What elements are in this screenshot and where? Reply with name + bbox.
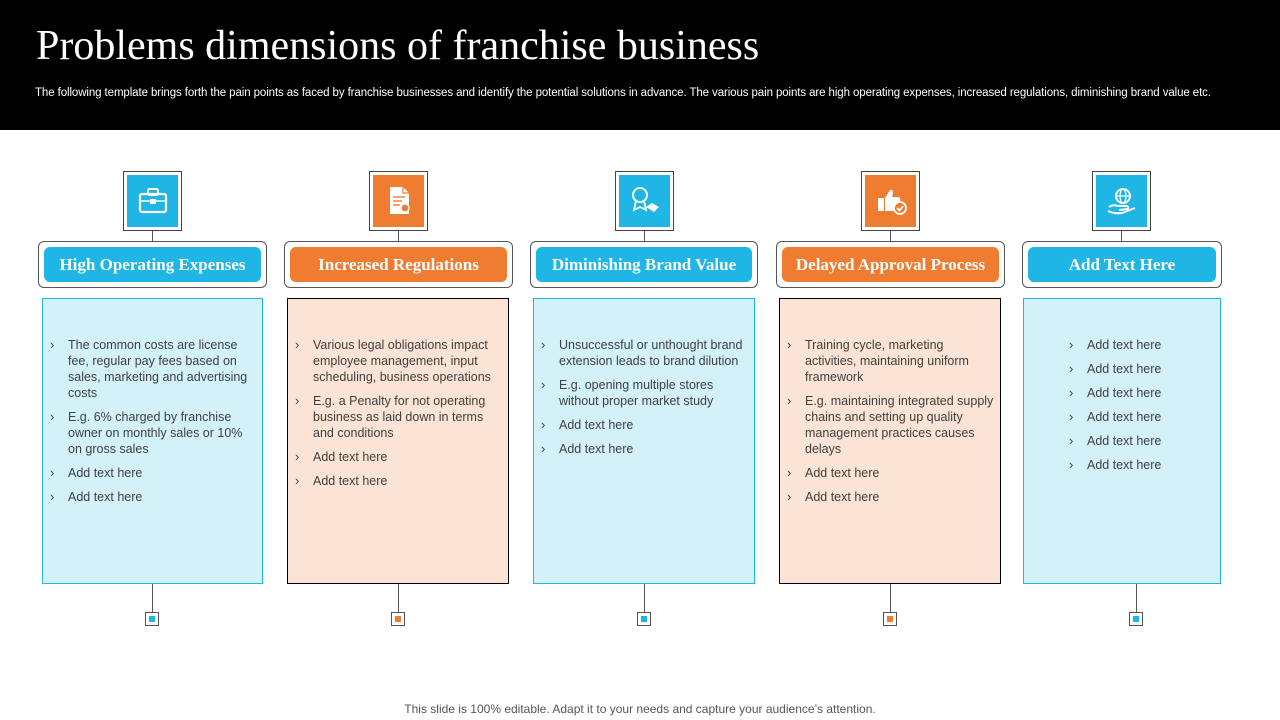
bullet-list: The common costs are license fee, regula… bbox=[48, 337, 256, 513]
content-box: Unsuccessful or unthought brand extensio… bbox=[533, 298, 755, 584]
list-item: Add text here bbox=[1067, 409, 1214, 425]
content-box: Various legal obligations impact employe… bbox=[287, 298, 509, 584]
connector-line bbox=[1121, 231, 1122, 242]
footer-note: This slide is 100% editable. Adapt it to… bbox=[404, 702, 876, 716]
connector-line bbox=[152, 231, 153, 242]
list-item: Unsuccessful or unthought brand extensio… bbox=[539, 337, 748, 369]
label-frame: Delayed Approval Process bbox=[776, 241, 1005, 288]
label-pill: Add Text Here bbox=[1028, 247, 1216, 282]
connector-line bbox=[398, 584, 399, 612]
column-label: Increased Regulations bbox=[318, 255, 479, 274]
label-pill: Diminishing Brand Value bbox=[536, 247, 752, 282]
list-item: The common costs are license fee, regula… bbox=[48, 337, 256, 401]
list-item: Add text here bbox=[539, 417, 748, 433]
list-item: Add text here bbox=[1067, 457, 1214, 473]
list-item: Add text here bbox=[1067, 361, 1214, 377]
label-frame: Diminishing Brand Value bbox=[530, 241, 758, 288]
label-pill: Delayed Approval Process bbox=[782, 247, 999, 282]
label-pill: High Operating Expenses bbox=[44, 247, 261, 282]
label-frame: Increased Regulations bbox=[284, 241, 513, 288]
list-item: Add text here bbox=[1067, 433, 1214, 449]
bullet-list: Unsuccessful or unthought brand extensio… bbox=[539, 337, 748, 465]
connector-line bbox=[644, 231, 645, 242]
icon-frame bbox=[1092, 171, 1151, 231]
connector-line bbox=[1136, 584, 1137, 612]
badge-handshake-icon bbox=[619, 175, 670, 227]
list-item: Add text here bbox=[539, 441, 748, 457]
slide-title: Problems dimensions of franchise busines… bbox=[36, 23, 760, 69]
list-item: Add text here bbox=[1067, 337, 1214, 353]
bullet-list: Training cycle, marketing activities, ma… bbox=[785, 337, 994, 513]
label-frame: High Operating Expenses bbox=[38, 241, 267, 288]
list-item: E.g. a Penalty for not operating busines… bbox=[293, 393, 502, 441]
thumbs-up-check-icon bbox=[865, 175, 916, 227]
end-node bbox=[637, 612, 651, 626]
list-item: Add text here bbox=[1067, 385, 1214, 401]
connector-line bbox=[644, 584, 645, 612]
content-box: Add text here Add text here Add text her… bbox=[1023, 298, 1221, 584]
list-item: E.g. maintaining integrated supply chain… bbox=[785, 393, 994, 457]
end-node bbox=[883, 612, 897, 626]
connector-line bbox=[890, 231, 891, 242]
list-item: E.g. 6% charged by franchise owner on mo… bbox=[48, 409, 256, 457]
bullet-list: Add text here Add text here Add text her… bbox=[1067, 337, 1214, 481]
icon-frame bbox=[861, 171, 920, 231]
icon-frame bbox=[369, 171, 428, 231]
end-node bbox=[1129, 612, 1143, 626]
label-frame: Add Text Here bbox=[1022, 241, 1222, 288]
icon-frame bbox=[123, 171, 182, 231]
connector-line bbox=[152, 584, 153, 612]
slide-description: The following template brings forth the … bbox=[35, 87, 1211, 99]
column-label: Diminishing Brand Value bbox=[551, 255, 737, 274]
content-box: Training cycle, marketing activities, ma… bbox=[779, 298, 1001, 584]
list-item: Add text here bbox=[293, 473, 502, 489]
document-stamp-icon bbox=[373, 175, 424, 227]
label-pill: Increased Regulations bbox=[290, 247, 507, 282]
connector-line bbox=[398, 231, 399, 242]
list-item: Add text here bbox=[48, 465, 256, 481]
briefcase-icon bbox=[127, 175, 178, 227]
content-box: The common costs are license fee, regula… bbox=[42, 298, 263, 584]
column-label: Delayed Approval Process bbox=[795, 255, 986, 274]
title-bar: Problems dimensions of franchise busines… bbox=[0, 0, 1280, 130]
list-item: Add text here bbox=[785, 465, 994, 481]
bullet-list: Various legal obligations impact employe… bbox=[293, 337, 502, 497]
hand-globe-icon bbox=[1096, 175, 1147, 227]
list-item: Add text here bbox=[293, 449, 502, 465]
list-item: Add text here bbox=[785, 489, 994, 505]
list-item: E.g. opening multiple stores without pro… bbox=[539, 377, 748, 409]
list-item: Various legal obligations impact employe… bbox=[293, 337, 502, 385]
list-item: Add text here bbox=[48, 489, 256, 505]
icon-frame bbox=[615, 171, 674, 231]
end-node bbox=[391, 612, 405, 626]
list-item: Training cycle, marketing activities, ma… bbox=[785, 337, 994, 385]
column-label: High Operating Expenses bbox=[59, 255, 246, 274]
end-node bbox=[145, 612, 159, 626]
connector-line bbox=[890, 584, 891, 612]
column-label: Add Text Here bbox=[1068, 255, 1176, 274]
